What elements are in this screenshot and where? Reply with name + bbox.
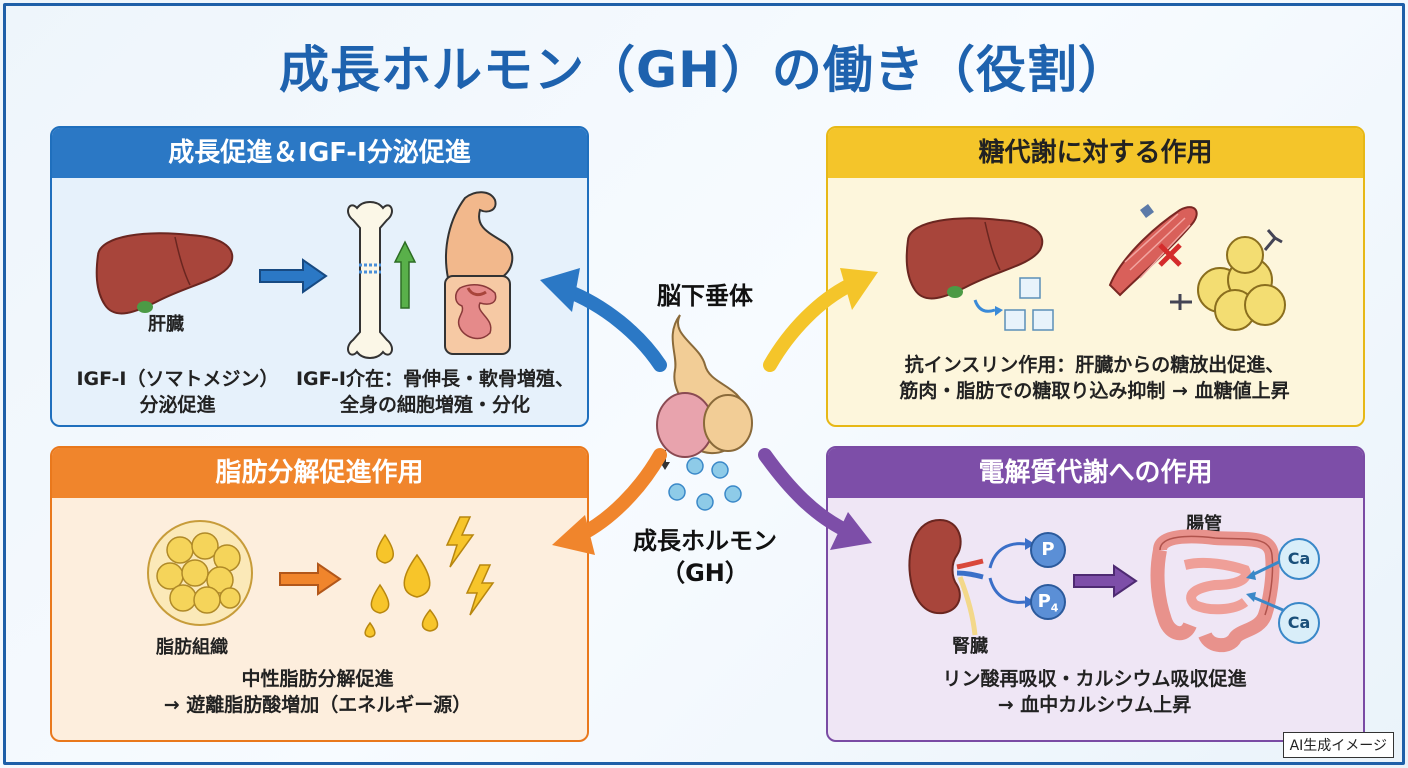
electrolyte-text-line2: → 血中カルシウム上昇 [997, 694, 1192, 716]
pituitary-label: 脳下垂体 [657, 282, 753, 310]
kidney-icon [908, 518, 984, 636]
fat-cells-icon [147, 520, 253, 626]
fat-text-line2: → 遊離脂肪酸増加（エネルギー源） [163, 694, 472, 716]
calcium-bubble: Ca [1278, 538, 1320, 580]
gh-label: 成長ホルモン （GH） [610, 525, 800, 589]
panel-fat: 脂肪分解促進作用 [50, 446, 589, 742]
fat-text: 中性脂肪分解促進 → 遊離脂肪酸増加（エネルギー源） [55, 666, 580, 718]
panel-growth: 成長促進＆IGF-I分泌促進 [50, 126, 589, 427]
arrow-right-icon [259, 258, 328, 294]
muscle-fat-icon [1108, 204, 1286, 331]
gh-label-line1: 成長ホルモン [633, 527, 777, 555]
calcium-label: Ca [1287, 549, 1311, 568]
pituitary-gland-icon [656, 314, 753, 458]
muscle-body-icon [444, 191, 514, 355]
arrow-to-fat [573, 448, 667, 542]
fat-tissue-label: 脂肪組織 [156, 637, 228, 658]
phosphate-bubble: P [1030, 532, 1066, 568]
arrow-up-icon [393, 240, 417, 309]
arrow-head-glucose [840, 268, 878, 310]
ai-generated-badge: AI生成イメージ [1282, 732, 1394, 758]
arrow-head-fat [552, 515, 595, 555]
growth-right-text: IGF-I介在：骨伸長・軟骨増殖、 全身の細胞増殖・分化 [290, 366, 580, 418]
growth-left-text-line2: 分泌促進 [139, 394, 216, 416]
glucose-text: 抗インスリン作用：肝臓からの糖放出促進、 筋肉・脂肪での糖取り込み抑制 → 血糖… [832, 352, 1357, 404]
calcium-label: Ca [1287, 613, 1311, 632]
liver-icon [905, 217, 1044, 300]
panel-glucose-title: 糖代謝に対する作用 [828, 128, 1363, 178]
arrow-right-icon [279, 562, 342, 596]
glucose-text-line1: 抗インスリン作用：肝臓からの糖放出促進、 [904, 354, 1285, 376]
arrow-right-icon [1073, 564, 1138, 598]
sugar-cubes-icon [973, 277, 1054, 331]
intestine-icon [1150, 529, 1280, 653]
glucose-text-line2: 筋肉・脂肪での糖取り込み抑制 → 血糖値上昇 [899, 380, 1290, 402]
growth-right-text-line1: IGF-I介在：骨伸長・軟骨増殖、 [295, 368, 574, 390]
fat-text-line1: 中性脂肪分解促進 [241, 668, 394, 690]
electrolyte-text-line1: リン酸再吸収・カルシウム吸収促進 [942, 668, 1247, 690]
panel-growth-title: 成長促進＆IGF-I分泌促進 [52, 128, 587, 178]
growth-right-text-line2: 全身の細胞増殖・分化 [339, 394, 530, 416]
arrow-to-growth [558, 283, 667, 372]
kidney-label: 腎臓 [952, 636, 988, 657]
arrow-head-electrolyte [830, 512, 872, 550]
frame-border [3, 3, 1405, 765]
page-title: 成長ホルモン（GH）の働き（役割） [279, 41, 1129, 99]
panel-electrolyte-title: 電解質代謝への作用 [828, 448, 1363, 498]
droplets-energy-icon [364, 516, 495, 638]
calcium-bubble: Ca [1278, 602, 1320, 644]
panel-fat-title: 脂肪分解促進作用 [52, 448, 587, 498]
phosphate4-sub: 4 [1050, 601, 1059, 615]
phosphate4-bubble: P4 [1030, 584, 1066, 620]
hormone-release-icon [660, 450, 742, 511]
growth-left-text: IGF-I（ソマトメジン） 分泌促進 [55, 366, 300, 418]
arrow-head-growth [540, 268, 580, 312]
phosphate4-label: P [1037, 591, 1051, 612]
electrolyte-text: リン酸再吸収・カルシウム吸収促進 → 血中カルシウム上昇 [832, 666, 1357, 718]
liver-icon [95, 232, 234, 315]
liver-label: 肝臓 [148, 314, 184, 335]
phosphate-label: P [1041, 539, 1055, 560]
bone-icon [347, 201, 393, 359]
arrow-to-electrolyte [758, 448, 852, 537]
gh-label-line2: （GH） [661, 559, 749, 587]
calcium-arrows-icon [1246, 558, 1284, 612]
arrow-to-glucose [763, 278, 857, 372]
growth-left-text-line1: IGF-I（ソマトメジン） [76, 368, 279, 390]
